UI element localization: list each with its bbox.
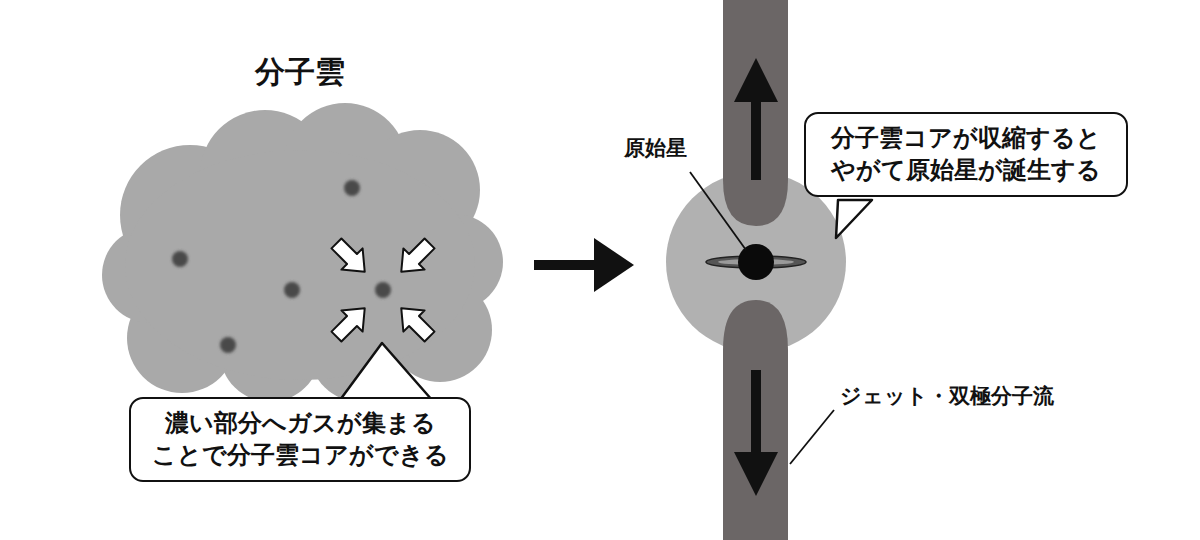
jet: [723, 300, 788, 540]
callout-tail: [340, 343, 432, 400]
inflow-arrows: [326, 233, 440, 347]
leader-line: [790, 410, 834, 464]
transition-arrow: [534, 238, 634, 292]
leader-line: [690, 172, 746, 250]
molecular-cloud: [102, 103, 503, 402]
dense-core: [172, 180, 391, 353]
title: 分子雲: [255, 52, 345, 93]
callout-box: 濃い部分へガスが集まる ことで分子雲コアができる: [129, 397, 471, 482]
part-label: ジェット・双極分子流: [840, 382, 1054, 410]
jet-arrows: [734, 58, 778, 496]
callout-box: 分子雲コアが収縮すると やがて原始星が誕生する: [804, 112, 1128, 197]
jet: [723, 0, 788, 226]
callout-tail: [836, 200, 872, 238]
callout-text: 分子雲コアが収縮すると やがて原始星が誕生する: [824, 122, 1108, 187]
callout-text: 濃い部分へガスが集まる ことで分子雲コアができる: [149, 407, 451, 472]
part-label: 原始星: [624, 134, 687, 162]
protostar: [738, 244, 774, 280]
